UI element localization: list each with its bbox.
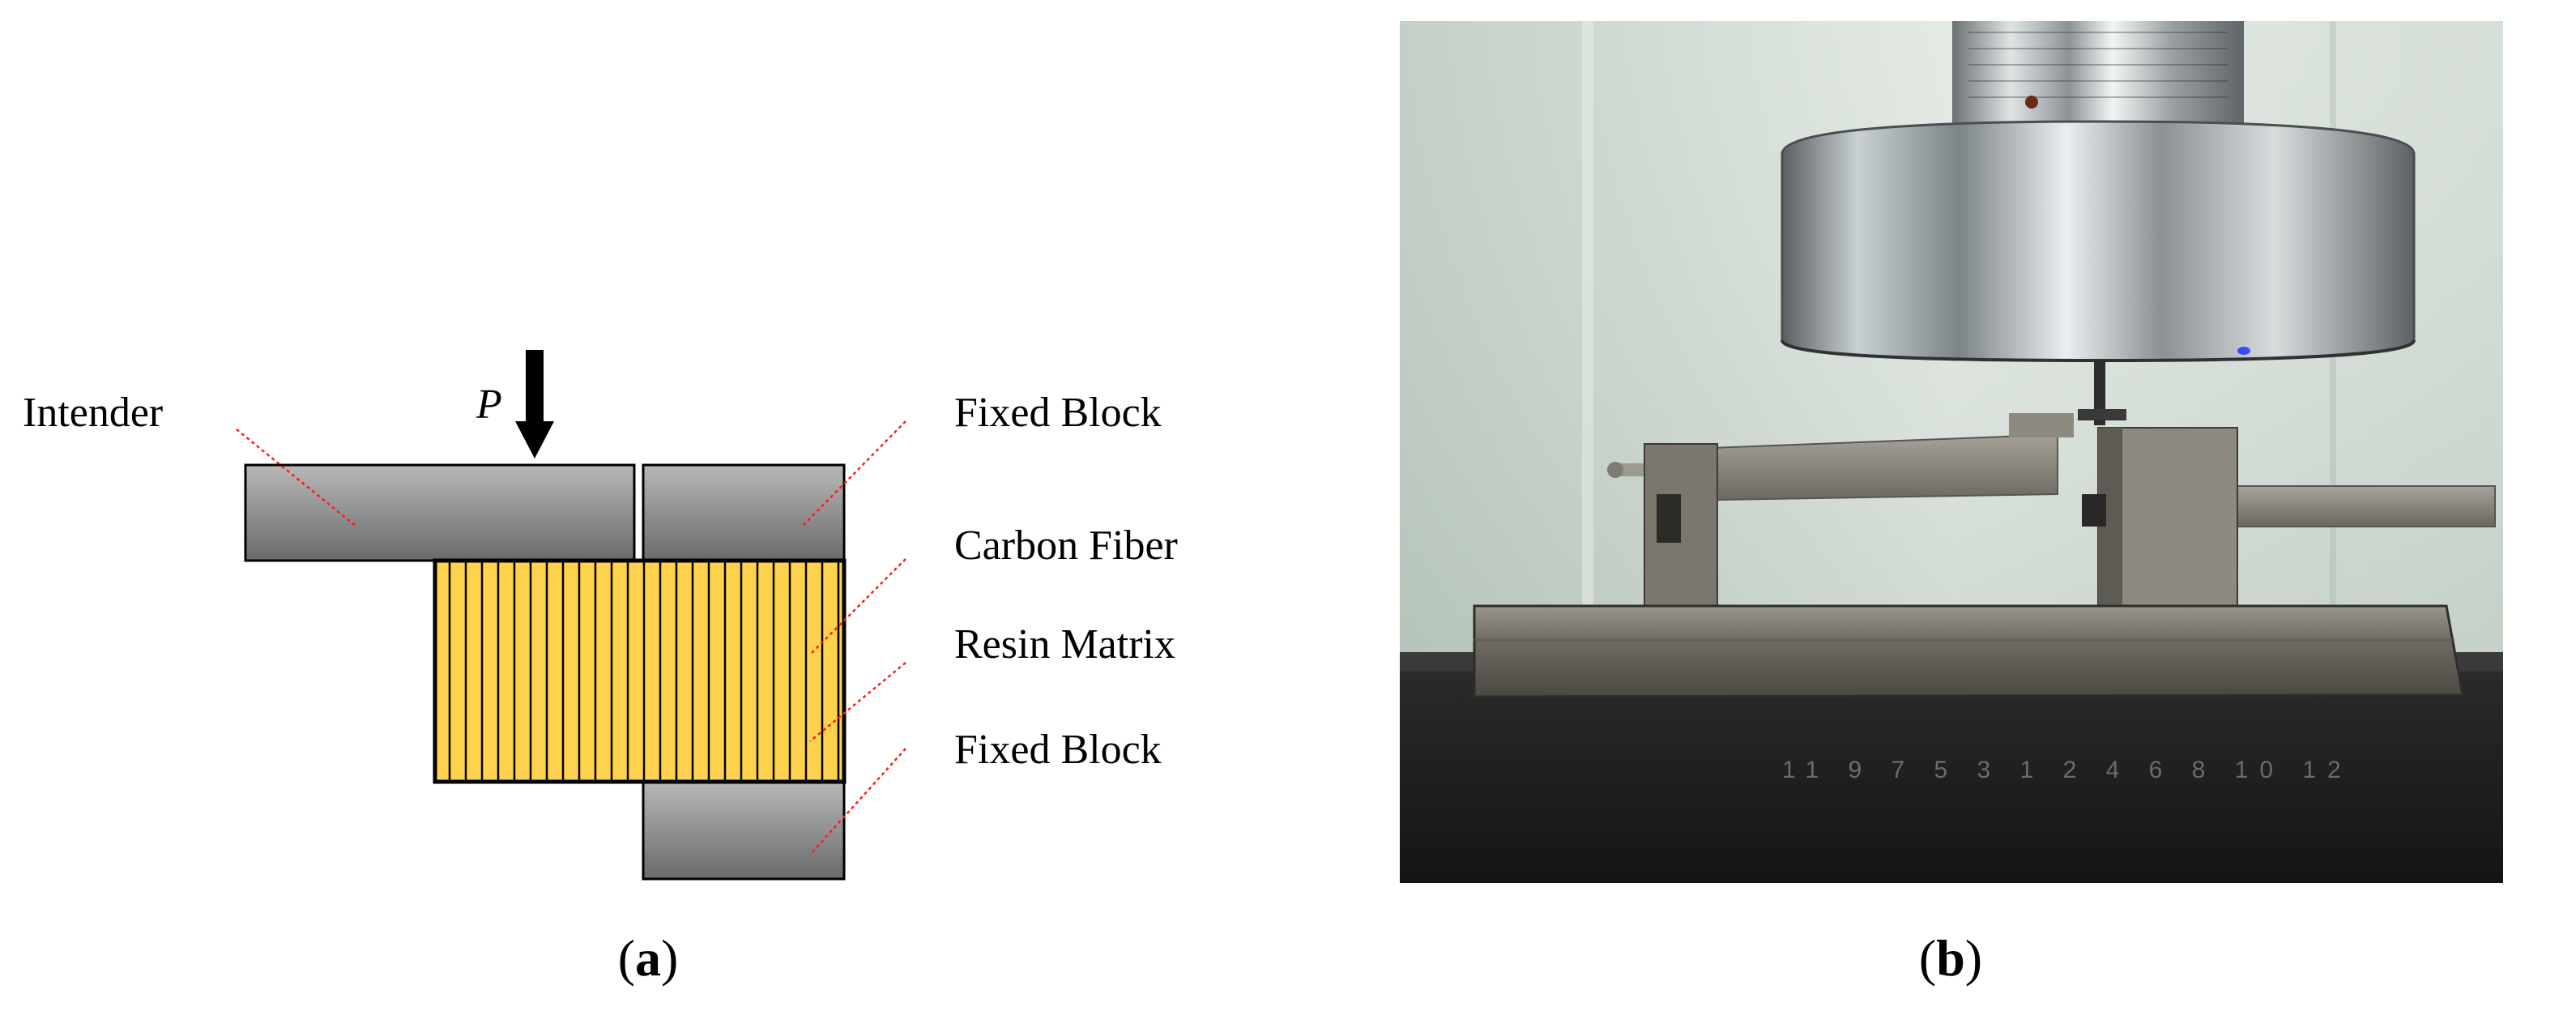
machine-base [1400,664,2503,883]
panel-a-diagram: P Intender Fixed Block Carbon Fiber Resi… [23,350,1178,987]
resin-matrix-label: Resin Matrix [954,621,1175,668]
panel-b-photo: 11 9 7 5 3 1 2 4 6 8 10 12 [1400,21,2503,987]
intender-block [244,463,636,562]
panel-b-caption: (b) [1919,929,1982,987]
upper-column [1952,21,2244,126]
fixed-block-bottom-leader [809,748,906,855]
fixed-block-top-label: Fixed Block [954,390,1162,436]
load-label: P [476,382,502,428]
composite-specimen [433,558,847,784]
carbon-fiber-leader [809,558,906,655]
fixed-block-top-leader [801,420,906,527]
fixed-block-bottom-label: Fixed Block [954,727,1162,773]
base-plate [1473,604,2464,698]
carbon-fiber-label: Carbon Fiber [954,523,1178,569]
fixed-block-bottom [642,780,846,881]
resin-matrix-leader [809,662,906,742]
panel-a-caption: (a) [618,929,679,987]
fixed-block-top [642,463,846,562]
photo-scale-markings: 11 9 7 5 3 1 2 4 6 8 10 12 [1782,757,2352,783]
intender-label: Intender [23,390,163,436]
load-arrow [515,350,554,459]
upper-platen [1781,120,2416,362]
carbon-fiber-lines [448,561,840,782]
